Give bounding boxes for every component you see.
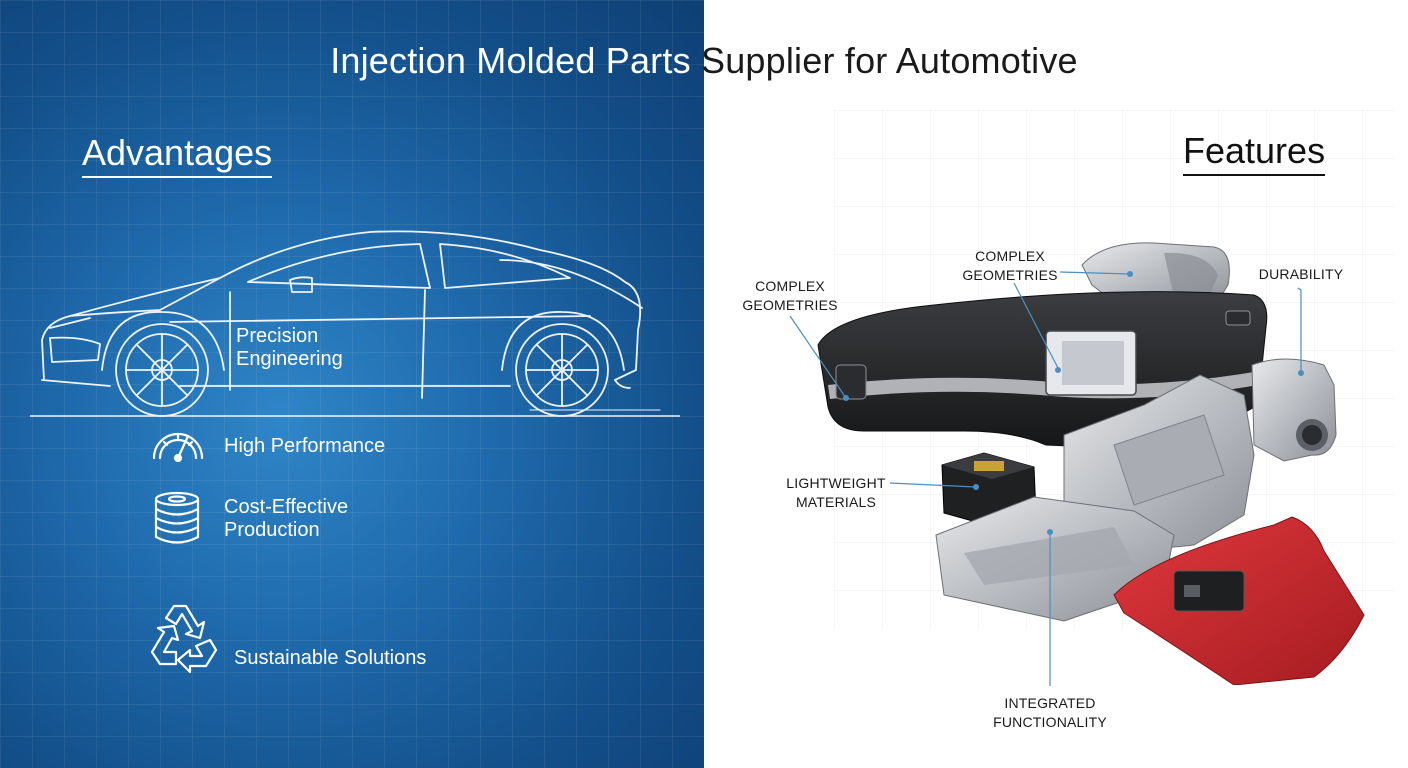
features-panel: COMPLEX GEOMETRIES COMPLEX GEOMETRIES DU… (704, 0, 1408, 768)
precision-engineering-label: Precision Engineering (236, 325, 343, 370)
page-title-dark-part: Supplier for Automotive (690, 40, 1078, 81)
callout-durability: DURABILITY (1258, 266, 1344, 282)
recycle-icon (150, 604, 218, 674)
callout-lines (789, 271, 1302, 686)
cost-effective-production-label: Cost-Effective Production (224, 496, 349, 541)
car-blueprint-icon (30, 230, 680, 417)
stacked-coins-icon (154, 491, 200, 544)
speedometer-icon (152, 432, 204, 462)
features-heading: Features (1183, 130, 1326, 176)
callout-lightweight-materials: LIGHTWEIGHT MATERIALS (786, 475, 886, 510)
automotive-parts-illustration (817, 242, 1365, 685)
callout-integrated-functionality: INTEGRATED FUNCTIONALITY (993, 695, 1107, 730)
page-title: Injection Molded Parts Supplier for Auto… (0, 40, 1408, 82)
callout-complex-geometries-left: COMPLEX GEOMETRIES (742, 278, 838, 313)
advantages-panel: Advantages Precision Engineering High Pe… (0, 0, 704, 768)
high-performance-label: High Performance (224, 435, 386, 457)
sustainable-solutions-label: Sustainable Solutions (234, 647, 427, 669)
callout-complex-geometries-top: COMPLEX GEOMETRIES (962, 248, 1058, 283)
advantages-heading: Advantages (82, 132, 273, 178)
page-title-light-part: Injection Molded Parts (330, 40, 691, 81)
